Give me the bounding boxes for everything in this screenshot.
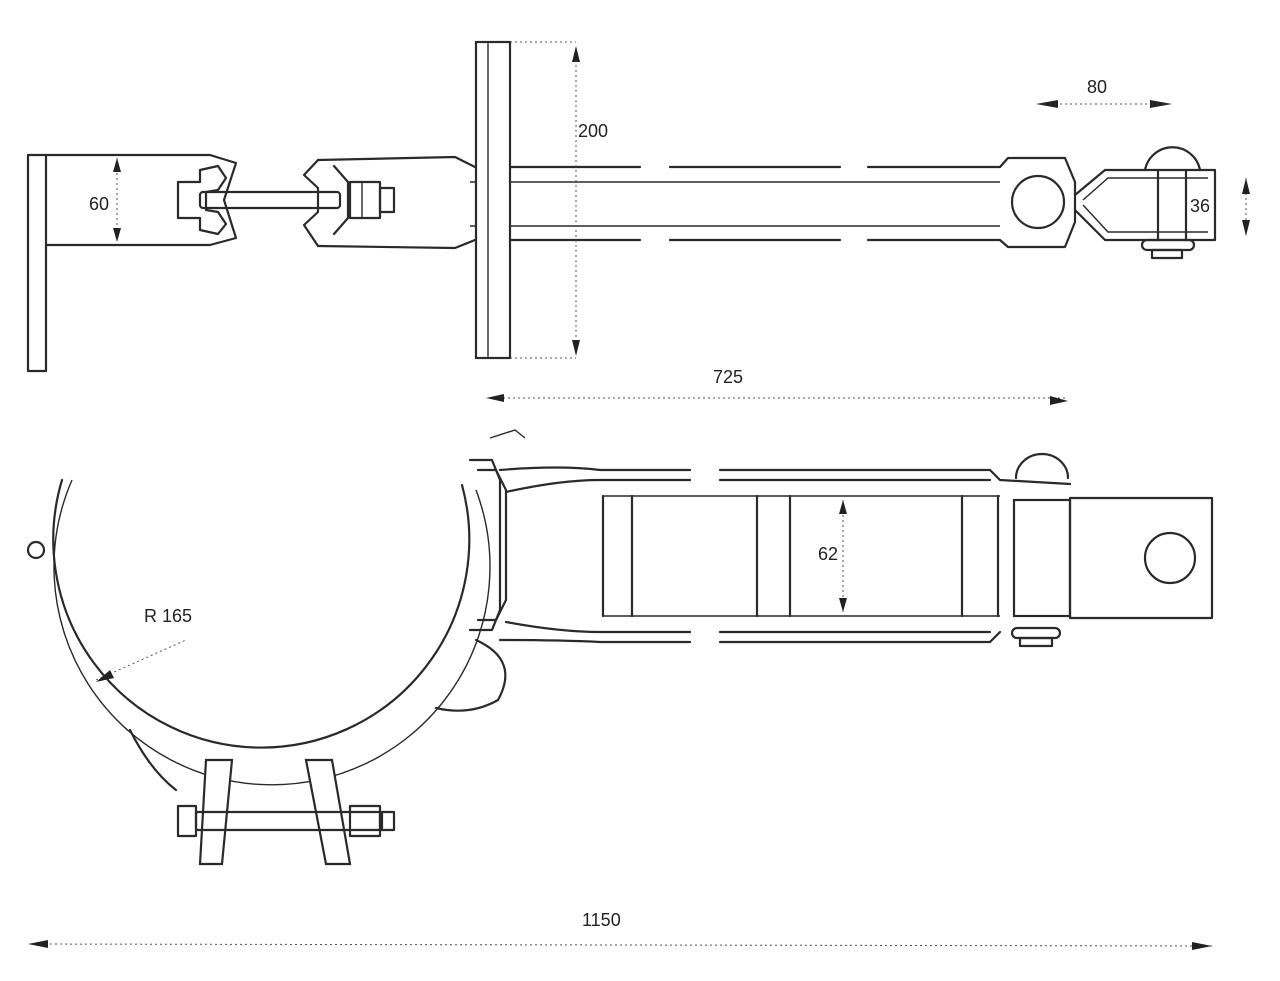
- dim-60: 60: [89, 158, 121, 242]
- clamp-bolt: [176, 758, 396, 866]
- dim-36: 36: [1190, 178, 1250, 236]
- dim-1150: 1150: [28, 910, 1213, 950]
- eye-plate: [1010, 452, 1214, 648]
- dim-62-label: 62: [818, 544, 838, 564]
- dim-r165: R 165: [95, 606, 192, 682]
- dim-725: 725: [486, 367, 1068, 405]
- dim-80-label: 80: [1087, 77, 1107, 97]
- mounting-plate: [26, 153, 238, 373]
- dim-200-label: 200: [578, 121, 608, 141]
- dim-725-label: 725: [713, 367, 743, 387]
- bottom-view: 62 R 165 1150: [26, 429, 1214, 950]
- dim-1150-label: 1150: [582, 910, 621, 930]
- dim-62: 62: [818, 500, 847, 612]
- top-view: 200 80 60 36 725: [26, 40, 1250, 405]
- connecting-bolt: [176, 164, 396, 236]
- dim-r165-label: R 165: [144, 606, 192, 626]
- clevis: [1073, 146, 1217, 260]
- dim-200: 200: [510, 41, 608, 359]
- pole-clamp: [26, 478, 507, 792]
- dim-80: 80: [1036, 77, 1172, 108]
- clamp-jaw: [468, 429, 526, 632]
- pole-top-view: [474, 40, 512, 360]
- arm-top-view: [302, 155, 1077, 250]
- dim-36-label: 36: [1190, 196, 1210, 216]
- dim-60-label: 60: [89, 194, 109, 214]
- arm-side-view: [498, 466, 1072, 644]
